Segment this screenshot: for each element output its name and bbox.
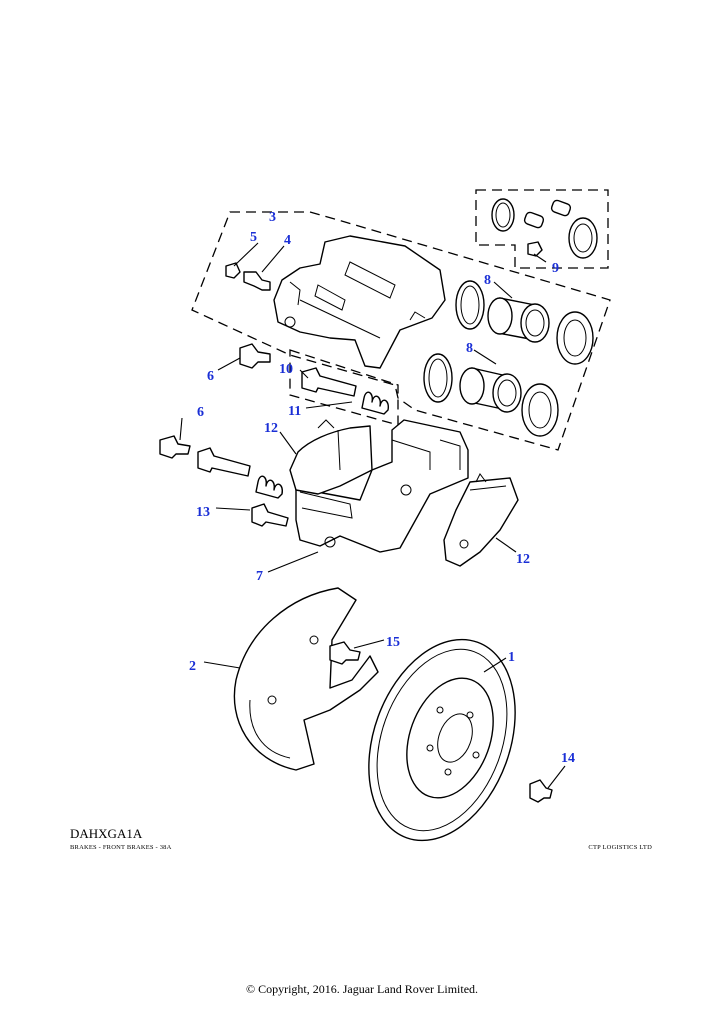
callout-10: 10	[279, 362, 293, 377]
caliper-bolt-lower	[159, 435, 191, 459]
callout-8-upper: 8	[484, 273, 491, 288]
callout-15: 15	[386, 635, 400, 650]
callout-9: 9	[552, 261, 559, 276]
callout-12-outer: 12	[516, 552, 530, 567]
callout-4: 4	[284, 233, 291, 248]
bleed-screw	[243, 271, 271, 291]
copyright-notice: © Copyright, 2016. Jaguar Land Rover Lim…	[245, 982, 479, 996]
callout-6-lower: 6	[197, 405, 204, 420]
piston-seal-upper	[455, 280, 485, 330]
dust-boot-upper	[556, 311, 594, 365]
leader-lines	[179, 242, 566, 789]
callout-5: 5	[250, 230, 257, 245]
piston-lower	[459, 367, 522, 413]
seal-kit-parts	[491, 198, 598, 259]
callout-14: 14	[561, 751, 575, 766]
callout-6-upper: 6	[207, 369, 214, 384]
guide-pin-upper	[301, 367, 357, 397]
diagram-code: DAHXGA1A	[70, 826, 143, 841]
dust-boot-lower	[521, 383, 559, 437]
callout-3: 3	[269, 210, 276, 225]
anti-rattle-spring-lower	[255, 475, 284, 499]
publisher-label: CTP LOGISTICS LTD	[588, 844, 652, 851]
caliper-carrier-bracket	[295, 419, 469, 553]
callout-8-lower: 8	[466, 341, 473, 356]
callout-11: 11	[288, 404, 301, 419]
callout-12-inner: 12	[264, 421, 278, 436]
callout-7: 7	[256, 569, 263, 584]
brake-disc	[368, 638, 516, 842]
caliper-bolt-upper	[239, 343, 271, 369]
caliper-housing	[273, 235, 446, 369]
piston-upper	[487, 297, 550, 343]
disc-shield	[233, 587, 379, 771]
brake-pad-inner	[289, 419, 373, 495]
disc-retaining-screw	[529, 779, 553, 803]
caliper-kit-outline	[191, 211, 611, 451]
seal-kit-outline	[475, 189, 609, 269]
guide-pin-lower	[197, 447, 251, 477]
bleed-screw-cap	[225, 262, 241, 279]
callout-13: 13	[196, 505, 210, 520]
brake-pad-outer	[443, 473, 519, 567]
diagram-subtitle: BRAKES - FRONT BRAKES - 38A	[70, 844, 172, 851]
bracket-bolt	[251, 503, 289, 527]
shield-screw	[329, 641, 361, 665]
callout-1: 1	[508, 650, 515, 665]
piston-seal-lower	[423, 353, 453, 403]
callout-2: 2	[189, 659, 196, 674]
anti-rattle-spring-upper	[361, 391, 390, 415]
